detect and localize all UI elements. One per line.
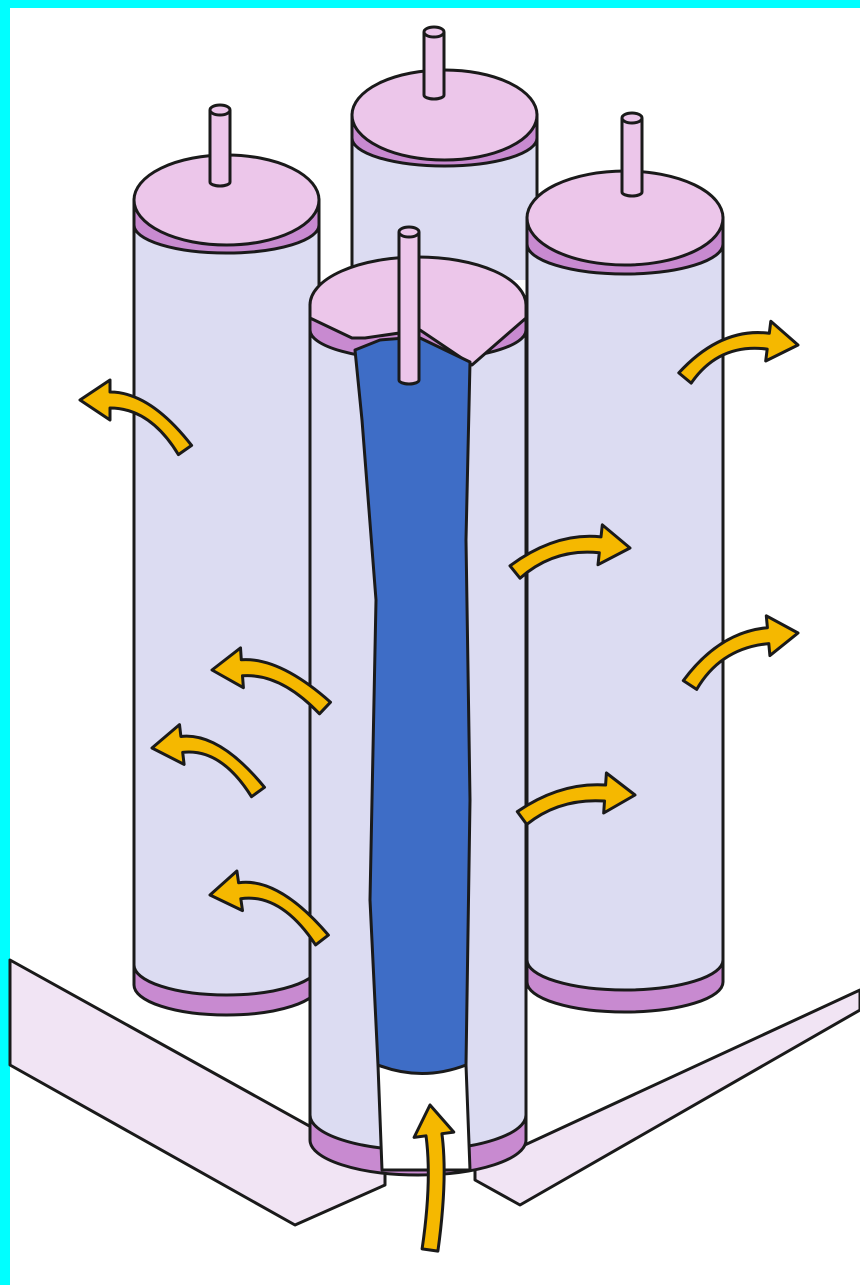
cylinder-front-cutaway: [310, 227, 526, 1175]
rod-front: [399, 232, 419, 384]
cylinder-back-right: [527, 113, 723, 1012]
rod-back-left: [210, 110, 230, 186]
rod-back-center: [424, 32, 444, 99]
rod-back-right: [622, 118, 642, 196]
